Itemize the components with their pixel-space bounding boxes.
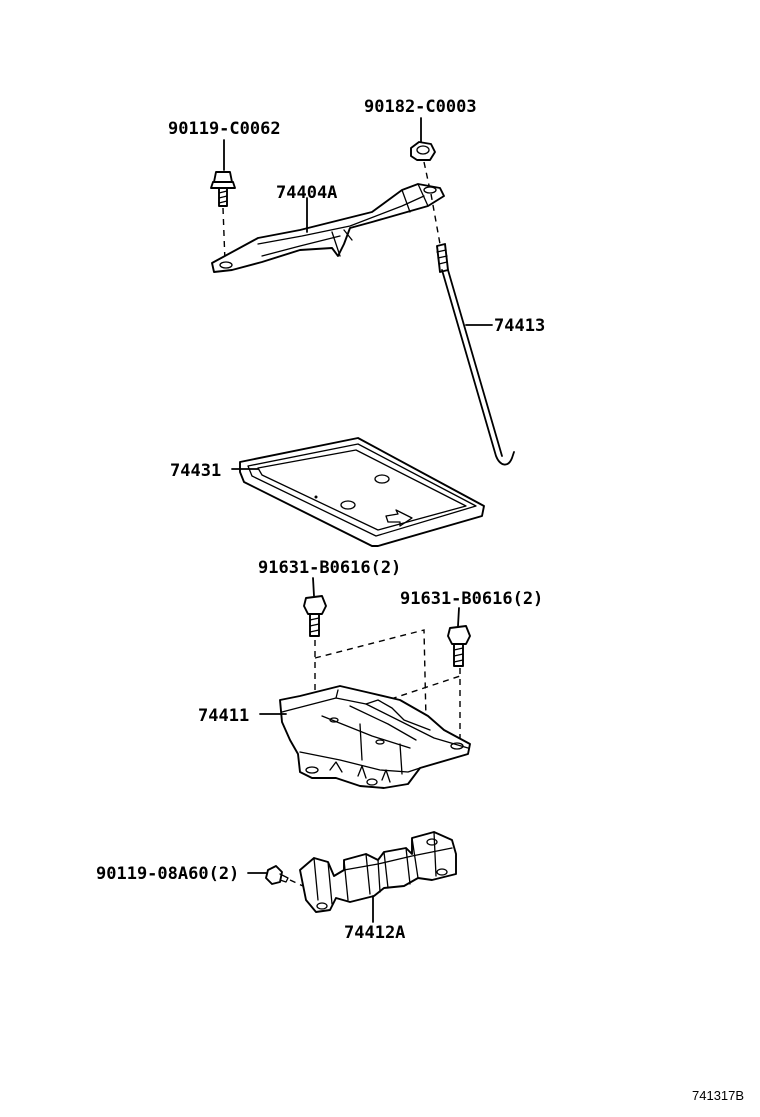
bracket-74412a xyxy=(299,831,457,913)
dash-bolt-to-clamp xyxy=(222,207,226,263)
label-bolt-91631-right: 91631-B0616(2) xyxy=(400,589,543,609)
label-bolt-90119-08a60: 90119-08A60(2) xyxy=(96,864,239,884)
dash-clamp-to-rod xyxy=(430,193,441,245)
leader-bolt-91631-right xyxy=(457,607,460,627)
nut-90182-c0003 xyxy=(410,141,436,161)
tray-74431 xyxy=(239,437,485,547)
label-carrier-74411: 74411 xyxy=(198,706,249,726)
label-rod-74413: 74413 xyxy=(494,316,545,336)
clamp-74404a xyxy=(211,183,445,273)
label-clamp-74404a: 74404A xyxy=(276,183,337,203)
label-bolt-91631-left: 91631-B0616(2) xyxy=(258,558,401,578)
carrier-74411 xyxy=(279,685,471,789)
bolt-90119-c0062 xyxy=(210,171,236,207)
bolt-91631-b0616-right xyxy=(447,625,471,667)
label-nut-90182-c0003: 90182-C0003 xyxy=(364,97,477,117)
label-tray-74431: 74431 xyxy=(170,461,221,481)
rod-74413 xyxy=(436,243,515,466)
label-bolt-90119-c0062: 90119-C0062 xyxy=(168,119,281,139)
figure-number: 741317B xyxy=(692,1088,744,1103)
bolt-90119-08a60 xyxy=(265,865,289,885)
leader-bolt-91631-left xyxy=(312,577,315,597)
bolt-91631-b0616-left xyxy=(303,595,327,637)
label-bracket-74412a: 74412A xyxy=(344,923,405,943)
